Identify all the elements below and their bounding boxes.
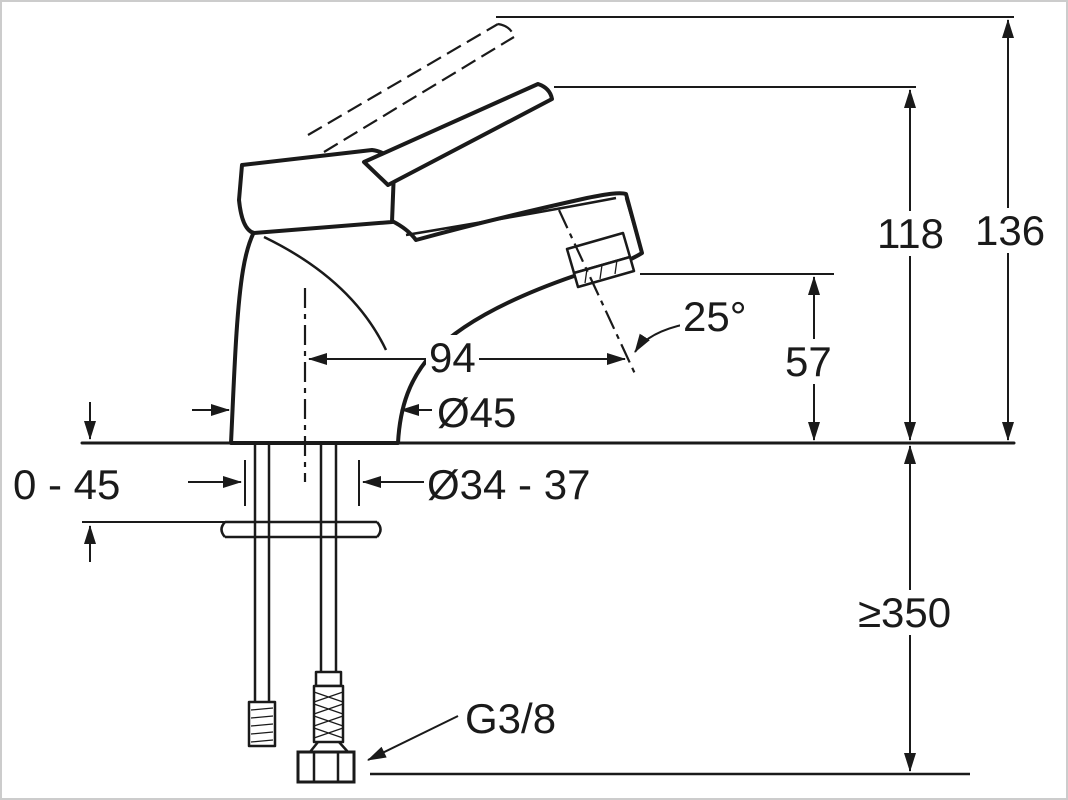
faucet-handle [362,82,554,187]
dimension-lines [84,19,1014,772]
hose-nut [296,750,356,784]
dimension-label-base-diameter: Ø45 [434,390,520,435]
thread-leader-g38 [367,715,459,761]
faucet-cartridge-cap [237,148,396,235]
dimension-label-spout-angle: 25° [680,294,750,339]
faucet-body [229,191,644,445]
faucet-handle-raised-dashed [307,22,516,153]
braided-hose [309,443,349,753]
extension-lines [82,16,1014,776]
supply-stud [247,443,277,748]
mounting-plate [220,520,382,539]
dimension-label-deck-thickness: 0 - 45 [10,462,124,507]
dimension-label-spout-height: 57 [782,339,835,384]
dimension-label-spout-reach: 94 [426,335,479,380]
dimension-label-handle-height: 118 [874,211,947,256]
dimension-label-hole-diameter: Ø34 - 37 [424,462,594,507]
dimension-label-total-height: 136 [972,208,1049,253]
dimension-label-thread-size: G3/8 [462,696,560,741]
angle-leader-25 [634,323,687,353]
dimension-label-hose-length: ≥350 [855,590,955,635]
axis-centerlines [303,209,637,482]
